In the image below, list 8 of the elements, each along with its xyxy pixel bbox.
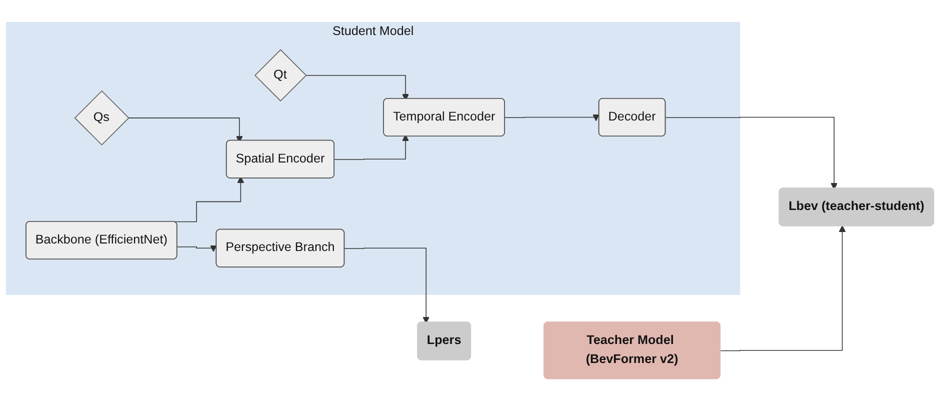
arrow (665, 116, 838, 190)
arrow (176, 244, 217, 252)
arrow (504, 114, 600, 122)
node-diamond: Qt (254, 49, 307, 102)
arrow (344, 248, 430, 324)
node-diamond: Qs (74, 90, 130, 146)
arrow (334, 134, 409, 160)
arrow (720, 225, 846, 352)
